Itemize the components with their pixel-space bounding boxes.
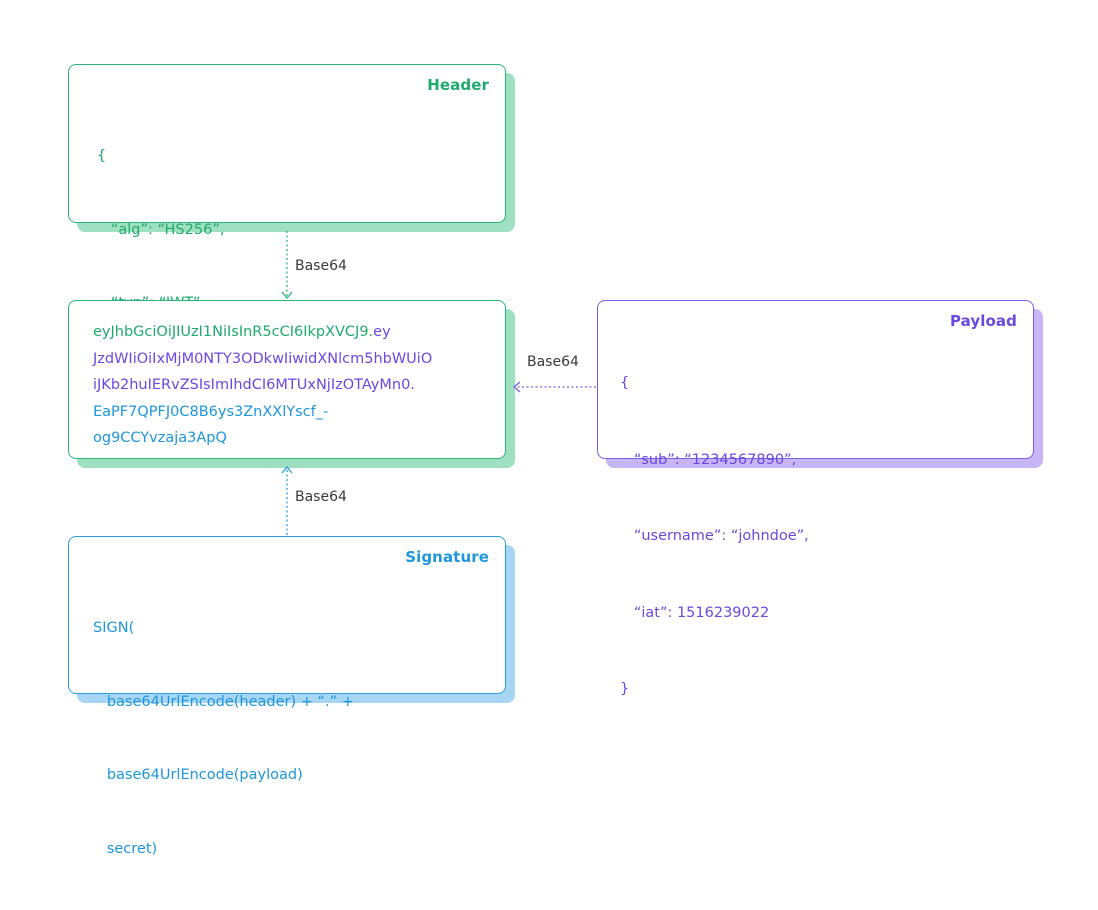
token-payload-segment: ey bbox=[373, 324, 391, 340]
signature-card: Signature SIGN( base64UrlEncode(header) … bbox=[68, 536, 515, 857]
token-signature-segment: EaPF7QPFJ0C8B6ys3ZnXXlYscf_- bbox=[93, 403, 329, 420]
payload-line: “sub”: “1234567890”, bbox=[620, 451, 797, 468]
edge-label-signature: Base64 bbox=[295, 489, 347, 505]
jwt-token: eyJhbGciOiJIUzI1NiIsInR5cCI6IkpXVCJ9.ey … bbox=[93, 319, 432, 452]
token-payload-segment: JzdWIiOiIxMjM0NTY3ODkwIiwidXNlcm5hbWUiO bbox=[93, 350, 433, 367]
token-payload-segment: iJKb2huIERvZSIsImIhdCI6MTUxNjIzOTAyMn0. bbox=[93, 377, 415, 393]
header-line: { bbox=[97, 148, 107, 164]
token-card: eyJhbGciOiJIUzI1NiIsInR5cCI6IkpXVCJ9.ey … bbox=[68, 300, 515, 468]
arrowhead-up-icon bbox=[281, 465, 293, 474]
payload-line: “iat”: 1516239022 bbox=[620, 604, 770, 621]
arrowhead-left-icon bbox=[512, 381, 521, 393]
payload-line: “username”: “johndoe”, bbox=[620, 528, 809, 544]
payload-card: Payload { “sub”: “1234567890”, “username… bbox=[597, 300, 1043, 697]
signature-card-body: Signature SIGN( base64UrlEncode(header) … bbox=[68, 536, 506, 857]
signature-line: SIGN( bbox=[93, 620, 135, 636]
arrowhead-down-icon bbox=[281, 291, 293, 300]
header-card-body: Header { “alg”: “HS256”, “typ”: “JWT” } bbox=[68, 64, 506, 385]
token-card-body: eyJhbGciOiJIUzI1NiIsInR5cCI6IkpXVCJ9.ey … bbox=[68, 300, 506, 459]
token-header-segment: eyJhbGciOiJIUzI1NiIsInR5cCI6IkpXVCJ9. bbox=[93, 324, 374, 340]
signature-line: secret) bbox=[93, 840, 158, 857]
signature-line: base64UrlEncode(header) + “.” + bbox=[93, 693, 354, 710]
edge-label-payload: Base64 bbox=[527, 354, 579, 370]
header-title: Header bbox=[427, 76, 489, 94]
header-line: “alg”: “HS256”, bbox=[97, 221, 225, 238]
payload-json: { “sub”: “1234567890”, “username”: “john… bbox=[620, 320, 809, 754]
payload-line: } bbox=[620, 681, 630, 697]
payload-card-body: Payload { “sub”: “1234567890”, “username… bbox=[597, 300, 1034, 697]
signature-title: Signature bbox=[405, 548, 489, 566]
payload-title: Payload bbox=[949, 312, 1017, 330]
token-signature-segment: og9CCYvzaja3ApQ bbox=[93, 430, 227, 446]
signature-line: base64UrlEncode(payload) bbox=[93, 767, 303, 783]
edge-label-header: Base64 bbox=[295, 258, 347, 274]
payload-line: { bbox=[620, 375, 630, 391]
token-line-1: eyJhbGciOiJIUzI1NiIsInR5cCI6IkpXVCJ9.ey bbox=[93, 319, 432, 346]
header-card: Header { “alg”: “HS256”, “typ”: “JWT” } bbox=[68, 64, 515, 385]
edges-layer bbox=[281, 231, 596, 535]
